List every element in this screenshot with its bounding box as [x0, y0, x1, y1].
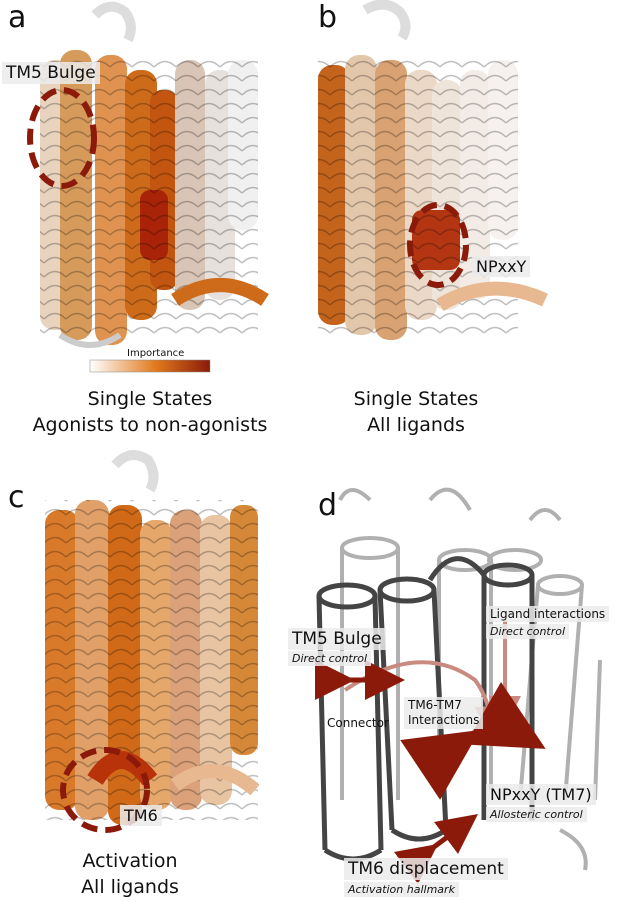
label-tm5-bulge: TM5 Bulge: [288, 628, 386, 650]
importance-colorbar: [89, 359, 211, 373]
panel-label-c: c: [8, 480, 25, 515]
panel-label-d: d: [318, 488, 338, 523]
caption-b-line1: Single States: [353, 388, 479, 410]
label-tm6-sub: Activation hallmark: [344, 882, 459, 897]
label-npxxy-tm7: NPxxY (TM7): [486, 784, 596, 805]
panel-c-structure: [45, 450, 260, 833]
caption-c-line1: Activation: [82, 850, 178, 872]
colorbar-label: Importance: [127, 348, 185, 359]
caption-a-line1: Single States: [87, 388, 213, 410]
label-tm5-sub: Direct control: [288, 651, 372, 666]
label-tm6-tm7-line1: TM6-TM7: [408, 698, 462, 712]
annotation-npxxy: NPxxY: [472, 256, 531, 277]
label-tm6-tm7: TM6-TM7 Interactions: [404, 697, 484, 729]
label-ligand-interactions: Ligand interactions: [486, 606, 610, 622]
panel-label-a: a: [8, 0, 27, 35]
caption-c: Activation All ligands: [0, 848, 270, 900]
label-npxxy-sub: Allosteric control: [486, 807, 587, 822]
panel-b-structure: [318, 0, 548, 340]
label-ligand-sub: Direct control: [486, 624, 570, 639]
label-tm6-displacement: TM6 displacement: [344, 858, 508, 880]
caption-b: Single States All ligands: [266, 386, 566, 438]
panel-label-b: b: [318, 0, 338, 35]
caption-b-line2: All ligands: [367, 414, 465, 436]
caption-a-line2: Agonists to non-agonists: [32, 414, 268, 436]
label-tm6-tm7-line2: Interactions: [408, 713, 480, 727]
caption-c-line2: All ligands: [81, 876, 179, 898]
annotation-tm5-bulge: TM5 Bulge: [2, 62, 100, 84]
annotation-tm6: TM6: [120, 805, 162, 826]
panel-a-structure: [27, 1, 269, 348]
caption-a: Single States Agonists to non-agonists: [0, 386, 300, 438]
label-connector: Connector: [327, 716, 389, 730]
